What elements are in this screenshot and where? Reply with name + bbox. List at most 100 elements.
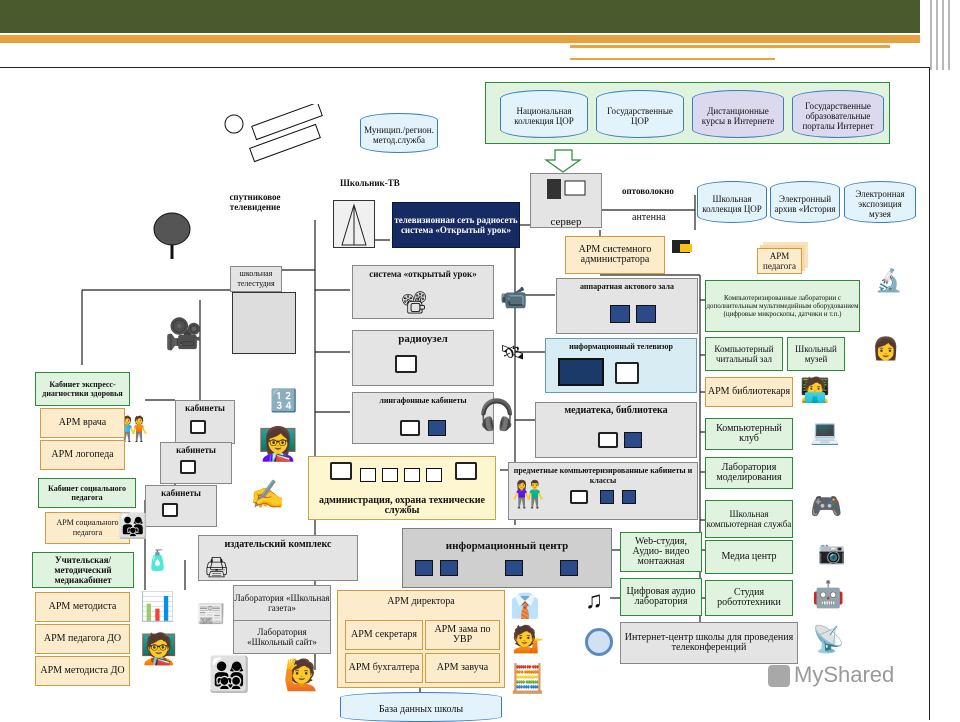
mediateka-tv-icon: [598, 432, 618, 448]
admin-pc-icon-2: [382, 468, 398, 482]
health-cabinet-box: Кабинет экспресс-диагностики здоровья: [35, 372, 130, 406]
webcam-icon: [585, 628, 613, 656]
publishing-box: издательский комплекс: [198, 535, 358, 581]
robot-icon: 🤖: [812, 580, 845, 609]
accent-line-thin: [570, 45, 890, 48]
accent-line: [0, 35, 920, 43]
tv-network-box: телевизионная сеть радиосеть система «От…: [392, 202, 520, 248]
arm-teacher-do-box: АРМ педагога ДО: [35, 624, 130, 654]
presentation-icon: 📊: [140, 592, 175, 623]
school-telestudio-box: школьная телестудия: [230, 266, 282, 292]
director-icon: 👔: [510, 594, 540, 620]
teacher-icon: 👩‍🏫: [258, 426, 298, 462]
lab-newspaper-box: Лаборатория «Школьная газета»: [233, 585, 331, 621]
printer-icon: 🖨: [204, 557, 230, 579]
arm-librarian-box: АРМ библиотекаря: [705, 377, 793, 407]
admin-pc-icon-3: [404, 468, 420, 482]
methodist-icon: 🧑‍🏫: [140, 633, 178, 666]
admin-pc-icon-1: [360, 468, 376, 482]
admin-label: администрация, охрана технические службы: [319, 495, 485, 516]
router-icon: 🛰: [500, 342, 526, 364]
lab-site-box: Лаборатория «Школьный сайт»: [233, 620, 331, 654]
server-label: сервер: [550, 216, 582, 228]
bottle-icon: 🧴: [145, 550, 170, 572]
watermark-icon: [768, 665, 790, 688]
info-pc-icon-4: [560, 560, 578, 576]
computer-icon: [670, 238, 696, 260]
cylinder-municipal: Муницип./регион. метод.служба: [360, 113, 438, 153]
cabinets-box-3: кабинеты: [145, 485, 217, 527]
radio-label: радиоузел: [398, 333, 448, 345]
language-pc-icon: [428, 420, 446, 436]
arm-director-label: АРМ директора: [387, 596, 455, 607]
info-pc-icon-3: [505, 560, 523, 576]
crt-tv-icon: [615, 362, 639, 384]
satellite-icon: [222, 101, 332, 170]
camcorder-icon: 📹: [500, 285, 528, 310]
admin-tv-icon-2: [455, 462, 477, 480]
subject-pc-icon-2: [622, 490, 636, 504]
title-bar: [0, 0, 920, 33]
media-center-box: Медиа центр: [705, 540, 793, 574]
publishing-label: издательский комплекс: [224, 539, 332, 550]
admin-tv-icon: [330, 462, 352, 480]
computer-labs-box: Компьютеризированные лаборатории с допол…: [705, 280, 860, 332]
newspaper-icon: 📰: [196, 602, 226, 628]
telestudio-film-icon: [232, 292, 296, 354]
cylinder-e-exposition: Электронная экспозиция музея: [844, 181, 916, 223]
woman-icon: 🙋: [283, 659, 321, 692]
social-pedagogue-icon: 👨‍👩‍👧: [118, 514, 148, 540]
digital-audio-box: Цифровая аудио лаборатория: [620, 578, 702, 616]
info-center-label: информационный центр: [445, 540, 569, 552]
modeling-lab-box: Лаборатория моделирования: [705, 457, 793, 489]
arm-accountant-box: АРМ бухгалтера: [345, 653, 423, 683]
cabinets-tv-icon-1: [190, 420, 206, 434]
open-lesson-label: система «открытый урок»: [369, 269, 477, 279]
slide-frame: [0, 67, 930, 720]
cylinder-state: Государственные ЦОР: [596, 90, 684, 138]
arm-doctor-box: АРМ врача: [40, 408, 125, 438]
librarian-icon: 🧑‍💻: [800, 378, 830, 404]
info-center-box: информационный центр: [402, 528, 612, 588]
language-rooms-box: лингафонные кабинеты: [352, 392, 494, 444]
subject-tv-icon: [570, 490, 588, 504]
monitor-icon: [610, 305, 630, 323]
cabinets-label-2: кабинеты: [176, 445, 216, 455]
database-cylinder: База данных школы: [340, 692, 502, 722]
satellite-label: спутниковое телевидение: [229, 192, 281, 212]
pupils-icon: 👫: [512, 480, 545, 509]
children-icon: 👨‍👩‍👧‍👦: [208, 657, 251, 694]
radio-box: радиоузел: [352, 330, 494, 386]
cylinder-distance: Дистанционные курсы в Интернете: [692, 90, 784, 138]
mediateka-box: медиатека, библиотека: [535, 402, 697, 458]
radio-tv-icon: [395, 355, 417, 373]
music-note-icon: ♫: [585, 588, 603, 614]
admin-pc-icon-4: [426, 468, 442, 482]
subject-rooms-label: предметные компьютеризированные кабинеты…: [513, 466, 693, 485]
microscope-icon: 🔬: [875, 268, 903, 293]
camera-icon: 📷: [818, 540, 846, 565]
info-pc-icon-2: [440, 560, 458, 576]
open-lesson-box: система «открытый урок»: [352, 265, 494, 319]
mediateka-pc-icon: [624, 432, 642, 448]
arm-secretary-box: АРМ секретаря: [345, 620, 423, 650]
assembly-hall-label: аппаратная актового зала: [580, 282, 674, 291]
writer-icon: ✍: [250, 480, 285, 511]
watermark-logo: MyShared: [768, 662, 894, 688]
arm-deputy-box: АРМ зама по УВР: [425, 620, 500, 650]
board-icon: 🔢: [270, 388, 298, 413]
corner-stripes: [924, 0, 960, 70]
accent-line-thin-2: [570, 58, 775, 60]
telecom-icon: 📡: [812, 625, 845, 654]
info-pc-icon-1: [415, 560, 433, 576]
arm-methodist-box: АРМ методиста: [35, 592, 130, 622]
cabinets-box-2: кабинеты: [160, 442, 232, 484]
arm-social-box: АРМ социального педагога: [45, 512, 130, 544]
cabinets-label-1: кабинеты: [185, 403, 225, 413]
tower-icon: [333, 200, 375, 248]
language-rooms-label: лингафонные кабинеты: [379, 396, 467, 405]
social-cabinet-box: Кабинет социального педагога: [38, 478, 136, 508]
arm-speech-box: АРМ логопеда: [40, 440, 125, 470]
cabinets-tv-icon-2: [180, 460, 196, 474]
cylinder-e-archive: Электронный архив «История: [770, 181, 840, 223]
